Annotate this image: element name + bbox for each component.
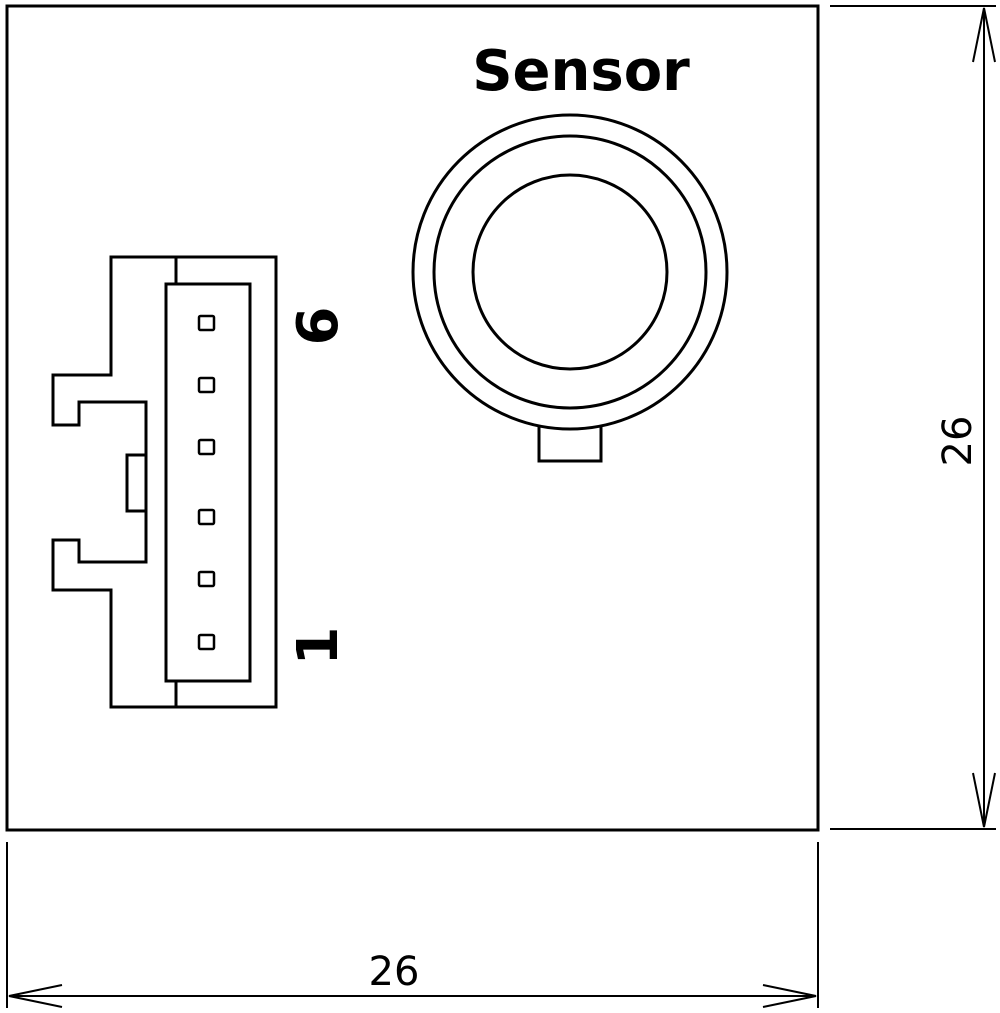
sensor-component xyxy=(411,113,729,463)
pin-6 xyxy=(197,314,216,332)
sensor-tab xyxy=(537,426,603,463)
width-dimension xyxy=(6,842,819,1008)
board-outline xyxy=(5,4,820,832)
width-dimension-label: 26 xyxy=(369,949,420,995)
pin-6-label: 6 xyxy=(286,307,351,346)
pin-3 xyxy=(197,508,216,526)
connector-outline xyxy=(51,255,278,709)
pin-5 xyxy=(197,376,216,394)
sensor-label: Sensor xyxy=(472,39,690,104)
height-dimension-label: 26 xyxy=(935,416,981,467)
pin-1-label: 1 xyxy=(286,627,351,666)
connector-latch xyxy=(125,453,148,513)
width-arrow-left xyxy=(8,984,63,1008)
sensor-inner-ring xyxy=(471,173,669,371)
connector-inner-body xyxy=(164,282,252,683)
height-dimension xyxy=(830,5,996,830)
sensor-outer-ring xyxy=(411,113,729,431)
pin-4 xyxy=(197,438,216,456)
connector-housing xyxy=(51,255,278,709)
height-arrow-bottom xyxy=(972,772,996,828)
pin-2 xyxy=(197,570,216,588)
sensor-middle-ring xyxy=(432,134,708,410)
pin-1 xyxy=(197,633,216,651)
connector-pins xyxy=(197,314,216,651)
height-arrow-top xyxy=(972,7,996,63)
width-arrow-right xyxy=(762,984,817,1008)
